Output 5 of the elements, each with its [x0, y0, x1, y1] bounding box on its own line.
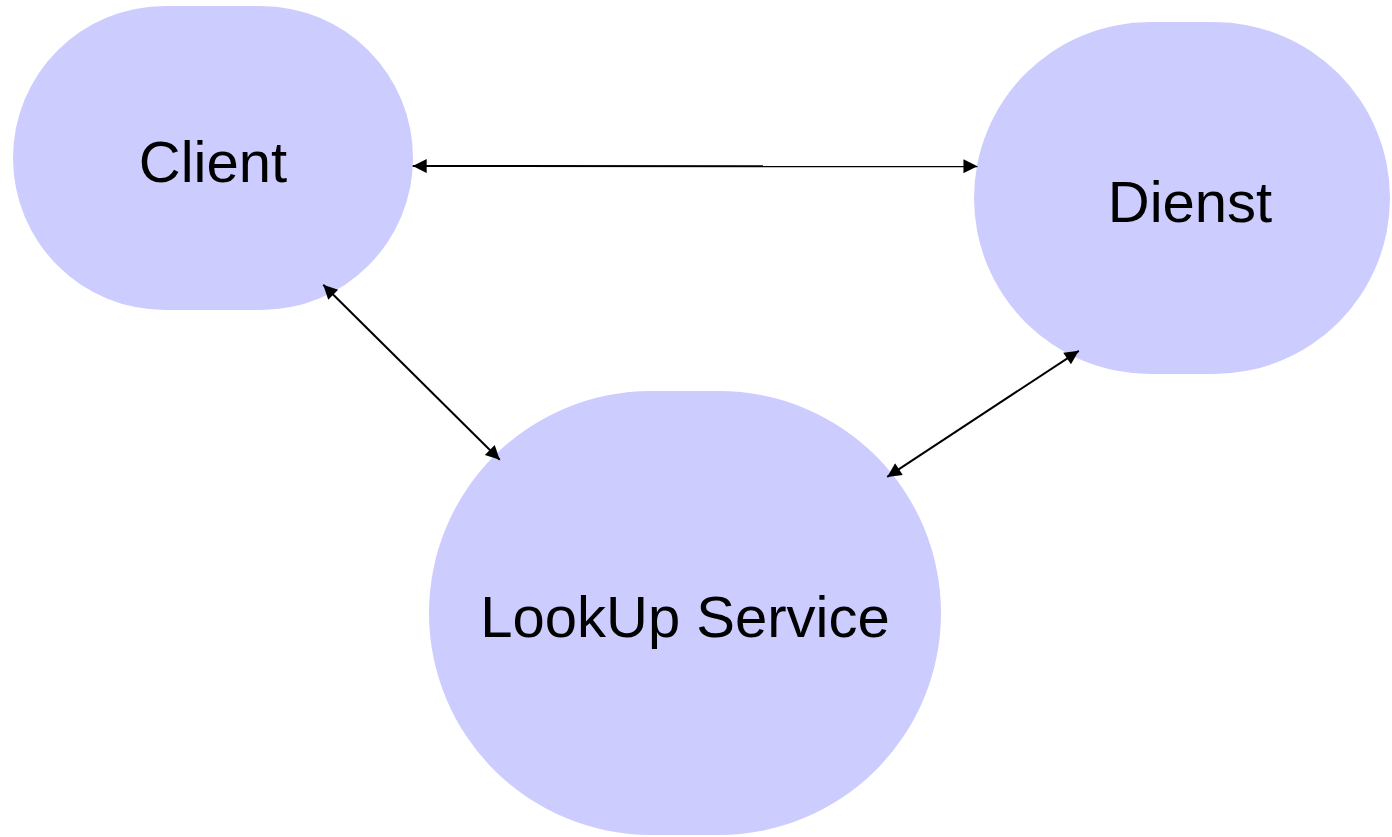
node-label: Client	[138, 133, 288, 191]
double-arrow	[411, 159, 979, 174]
double-arrow	[322, 283, 501, 461]
double-arrow	[886, 349, 1080, 478]
node-label: Dienst	[1107, 173, 1273, 231]
